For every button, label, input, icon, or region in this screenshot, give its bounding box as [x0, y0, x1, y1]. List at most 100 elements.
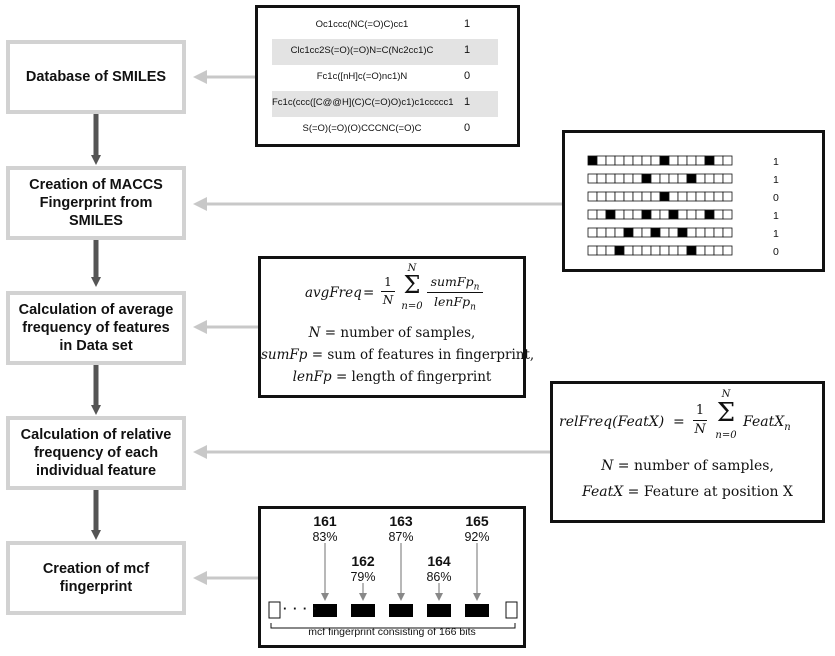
- step-label: Database of SMILES: [25, 69, 167, 85]
- fingerprint-label: 1: [773, 228, 779, 240]
- smiles-string: Clc1cc2S(=O)(=O)N=C(Nc2cc1)C: [290, 45, 434, 56]
- fraction-numerator: 1: [384, 275, 392, 289]
- smiles-label: 1: [464, 44, 471, 56]
- avg-frequency-formula: avgFreq = 1 N N Σ n=0 sumFpn lenFpn: [261, 263, 523, 323]
- fingerprint-grid: [587, 155, 733, 256]
- fingerprint-bit: [587, 173, 598, 184]
- fingerprint-bit: [623, 227, 634, 238]
- bits-ellipsis: · · · ·: [283, 601, 319, 616]
- bit-index-162: 162: [351, 553, 375, 569]
- fraction-bar: [381, 291, 395, 292]
- avg-frequency-definition-1: N = number of samples,: [261, 325, 523, 341]
- fingerprint-bit: [659, 191, 670, 202]
- fingerprint-bit: [596, 227, 607, 238]
- fingerprint-bit: [623, 209, 634, 220]
- sigma-symbol: Σ: [403, 271, 421, 299]
- fingerprint-bit: [587, 245, 598, 256]
- fingerprint-bit: [722, 155, 733, 166]
- bit-cell-162: [351, 604, 375, 617]
- term-fraction-bar: [427, 292, 483, 293]
- fingerprint-bit: [668, 173, 679, 184]
- smiles-string: Fc1c([nH]c(=O)nc1)N: [316, 71, 408, 82]
- smiles-string: S(=O)(=O)(O)CCCNC(=O)C: [302, 123, 422, 134]
- fingerprint-bit: [605, 191, 616, 202]
- rel-frequency-definition-1: N = number of samples,: [553, 458, 822, 474]
- definition-symbol: N: [308, 325, 321, 341]
- step-label: Calculation of relative frequency of eac…: [20, 427, 172, 479]
- fingerprint-bit: [623, 191, 634, 202]
- bit-frequency-165: 92%: [464, 530, 490, 544]
- fingerprint-bit: [704, 209, 715, 220]
- fingerprint-bit: [641, 209, 652, 220]
- mcf-diagram: [268, 543, 518, 629]
- fingerprint-bit: [623, 245, 634, 256]
- fingerprint-bit: [677, 209, 688, 220]
- summand-text: FeatX: [743, 414, 785, 430]
- bit-index-165: 165: [465, 513, 489, 529]
- fingerprint-bit: [632, 245, 643, 256]
- fingerprint-bit: [650, 227, 661, 238]
- fingerprint-bit: [713, 245, 724, 256]
- fingerprint-bit: [713, 209, 724, 220]
- fingerprint-bit: [623, 155, 634, 166]
- fingerprint-bit: [605, 227, 616, 238]
- fingerprint-bit: [722, 227, 733, 238]
- fingerprint-bit: [632, 227, 643, 238]
- fingerprint-bit: [659, 245, 670, 256]
- smiles-string: Oc1ccc(NC(=O)C)cc1: [315, 19, 409, 30]
- fingerprint-bit: [596, 173, 607, 184]
- smiles-row: Fc1c(ccc([C@@H](C)C(=O)O)c1)c1ccccc1 1: [272, 91, 498, 117]
- bit-cell-last: [505, 601, 518, 619]
- smiles-panel: Oc1ccc(NC(=O)C)cc1 1 Clc1cc2S(=O)(=O)N=C…: [255, 5, 520, 147]
- smiles-row: Oc1ccc(NC(=O)C)cc1 1: [272, 13, 498, 39]
- mcf-panel: · · · · 161 83% 162 79% 163 87% 164 86% …: [258, 506, 526, 648]
- fingerprint-bit: [695, 245, 706, 256]
- bit-index-163: 163: [389, 513, 413, 529]
- definition-text: = sum of features in fingerprint,: [307, 347, 535, 363]
- bit-frequency-163: 87%: [388, 530, 414, 544]
- fingerprint-bit: [605, 245, 616, 256]
- bit-frequency-162: 79%: [350, 570, 376, 584]
- fraction-denominator: N: [694, 422, 706, 437]
- avg-frequency-panel: avgFreq = 1 N N Σ n=0 sumFpn lenFpn N = …: [258, 256, 534, 398]
- fingerprint-bit: [722, 173, 733, 184]
- definition-symbol: sumFp: [261, 347, 308, 363]
- length-bracket: [270, 623, 516, 629]
- fingerprint-label: 0: [773, 246, 779, 258]
- step-database: Database of SMILES: [6, 40, 186, 114]
- fingerprint-bit: [704, 155, 715, 166]
- fingerprint-bit: [614, 227, 625, 238]
- fingerprint-bit: [695, 155, 706, 166]
- definition-text: = Feature at position X: [623, 484, 793, 500]
- fingerprint-bit: [695, 173, 706, 184]
- step-avg-frequency: Calculation of average frequency of feat…: [6, 291, 186, 365]
- step-rel-frequency: Calculation of relative frequency of eac…: [6, 416, 186, 490]
- fingerprint-bit: [686, 227, 697, 238]
- summand-subscript: n: [784, 421, 791, 433]
- fingerprint-bit: [704, 227, 715, 238]
- definition-symbol: N: [601, 458, 614, 474]
- definition-text: = number of samples,: [613, 458, 774, 474]
- term-numerator: sumFpn: [427, 274, 483, 293]
- bit-cell-163: [389, 604, 413, 617]
- fingerprint-bit: [641, 227, 652, 238]
- fingerprint-bit: [596, 245, 607, 256]
- bit-frequency-161: 83%: [312, 530, 338, 544]
- fingerprint-panel: 1 1 0 1 1 0: [562, 130, 825, 272]
- fingerprint-bit: [677, 155, 688, 166]
- fingerprint-bit: [641, 155, 652, 166]
- fingerprint-bit: [704, 245, 715, 256]
- fingerprint-bit: [686, 155, 697, 166]
- bit-cell-165: [465, 604, 489, 617]
- term-denominator-text: lenFp: [434, 294, 471, 309]
- fingerprint-bit: [650, 173, 661, 184]
- term-numerator-text: sumFp: [430, 274, 474, 289]
- bit-frequency-164: 86%: [426, 570, 452, 584]
- fingerprint-bit: [677, 173, 688, 184]
- fingerprint-bit: [623, 173, 634, 184]
- smiles-string: Fc1c(ccc([C@@H](C)C(=O)O)c1)c1ccccc1: [272, 97, 454, 108]
- fingerprint-label: 1: [773, 156, 779, 168]
- definition-symbol: FeatX: [582, 484, 624, 500]
- fingerprint-bit: [677, 227, 688, 238]
- fingerprint-bit: [641, 173, 652, 184]
